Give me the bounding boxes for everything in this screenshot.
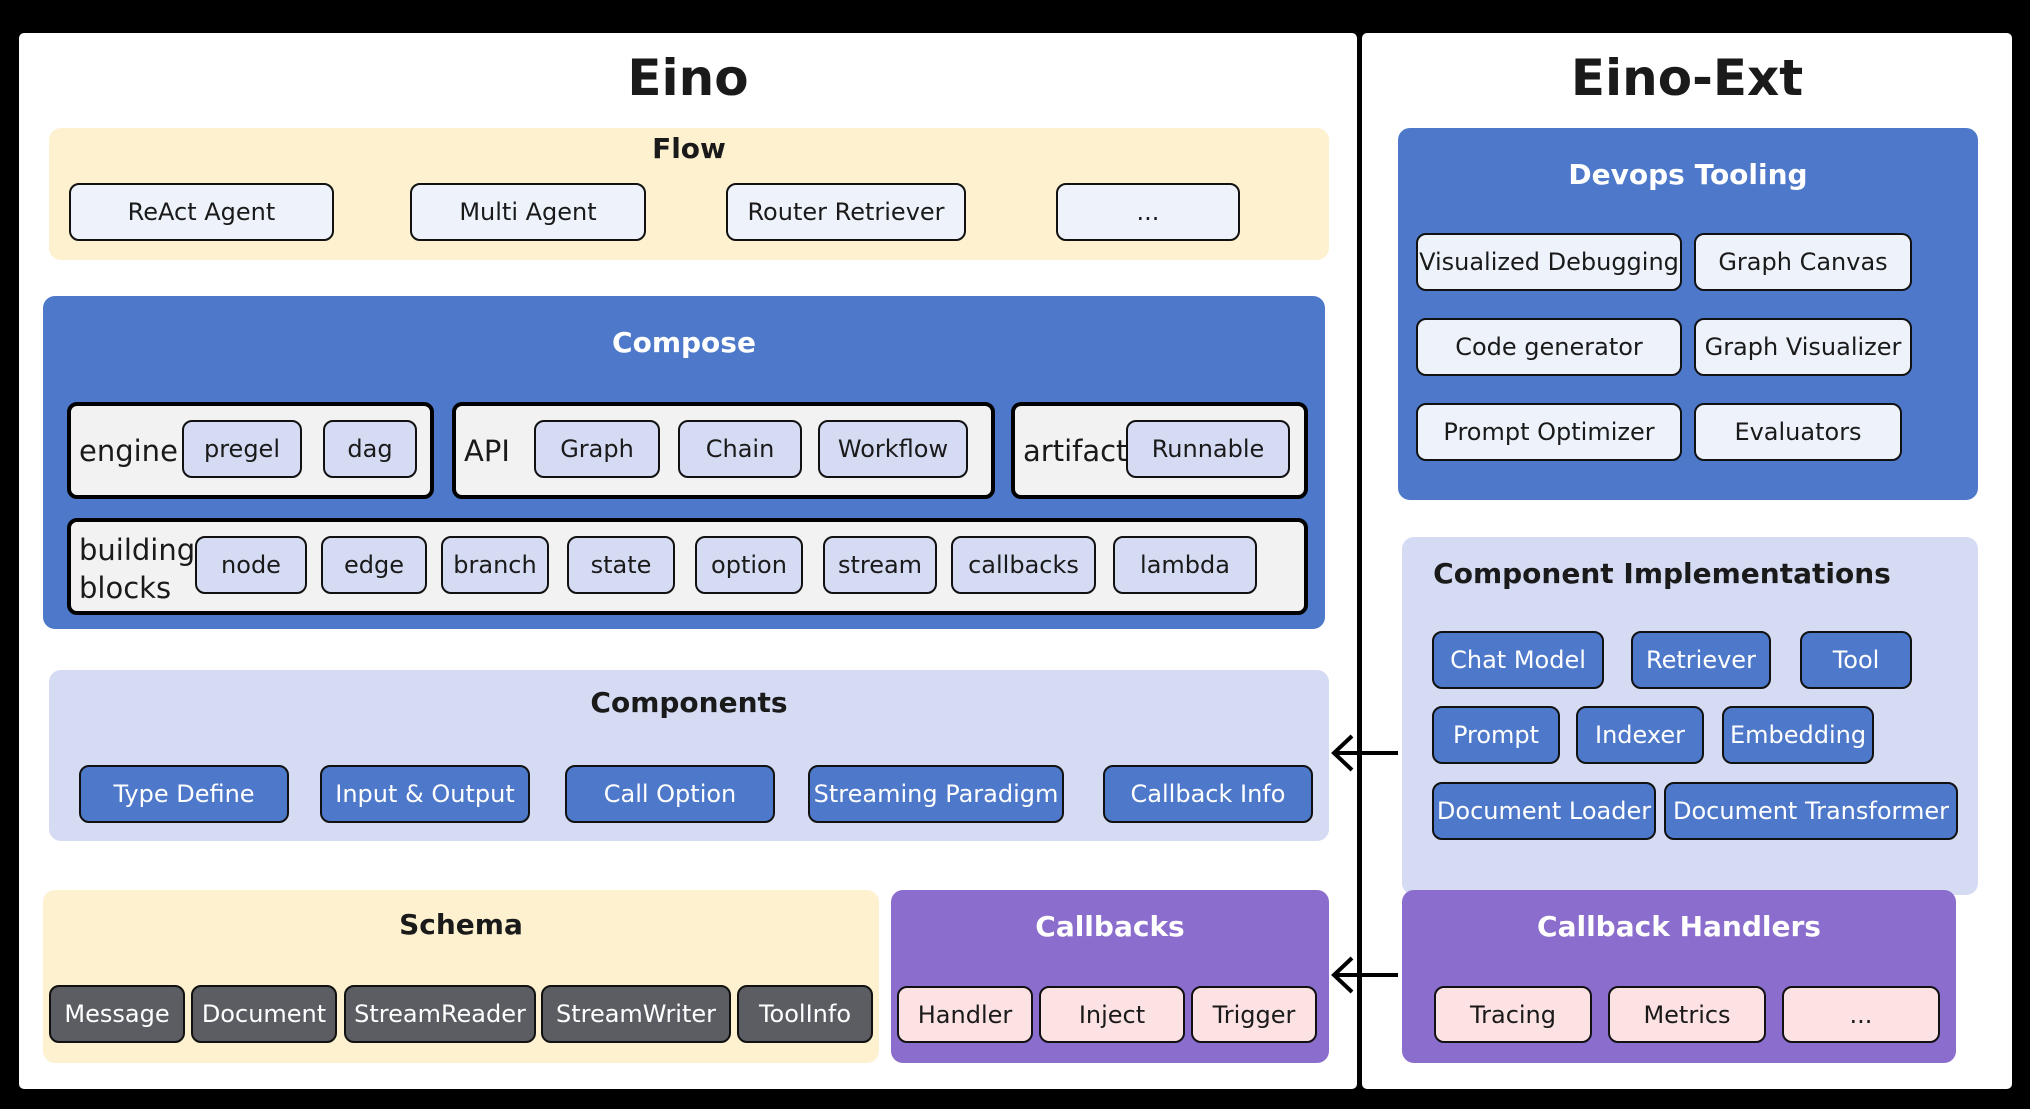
component-item-call-option: Call Option bbox=[565, 765, 775, 823]
engine-group: engine pregel dag bbox=[67, 402, 434, 499]
handler-item-metrics: Metrics bbox=[1608, 986, 1766, 1043]
building-blocks-label-line2: blocks bbox=[79, 571, 172, 605]
devops-title: Devops Tooling bbox=[1568, 158, 1808, 191]
api-item-chain: Chain bbox=[678, 420, 802, 478]
impl-item-tool: Tool bbox=[1800, 631, 1912, 689]
devops-item-graph-canvas: Graph Canvas bbox=[1694, 233, 1912, 291]
block-item-node: node bbox=[195, 536, 307, 594]
devops-section: Devops Tooling Visualized Debugging Grap… bbox=[1398, 128, 1978, 500]
devops-item-prompt-optimizer: Prompt Optimizer bbox=[1416, 403, 1682, 461]
callbacks-title: Callbacks bbox=[1035, 910, 1185, 943]
flow-item-router-retriever: Router Retriever bbox=[726, 183, 966, 241]
block-item-option: option bbox=[695, 536, 803, 594]
schema-item-toolinfo: ToolInfo bbox=[737, 985, 873, 1043]
artifact-group: artifact Runnable bbox=[1011, 402, 1308, 499]
component-item-callback-info: Callback Info bbox=[1103, 765, 1313, 823]
component-impl-section: Component Implementations Chat Model Ret… bbox=[1402, 537, 1978, 895]
engine-label: engine bbox=[79, 434, 178, 468]
schema-item-streamwriter: StreamWriter bbox=[541, 985, 731, 1043]
devops-item-visualized-debugging: Visualized Debugging bbox=[1416, 233, 1682, 291]
api-item-graph: Graph bbox=[534, 420, 660, 478]
impl-item-document-loader: Document Loader bbox=[1432, 782, 1656, 840]
api-group: API Graph Chain Workflow bbox=[452, 402, 995, 499]
callback-item-handler: Handler bbox=[897, 986, 1033, 1043]
schema-item-document: Document bbox=[191, 985, 337, 1043]
handler-item-tracing: Tracing bbox=[1434, 986, 1592, 1043]
schema-title: Schema bbox=[399, 908, 523, 941]
handler-item-more: ... bbox=[1782, 986, 1940, 1043]
callback-item-inject: Inject bbox=[1039, 986, 1185, 1043]
block-item-branch: branch bbox=[441, 536, 549, 594]
block-item-stream: stream bbox=[823, 536, 937, 594]
impl-item-embedding: Embedding bbox=[1722, 706, 1874, 764]
block-item-callbacks: callbacks bbox=[951, 536, 1096, 594]
block-item-edge: edge bbox=[321, 536, 427, 594]
impl-item-prompt: Prompt bbox=[1432, 706, 1560, 764]
artifact-item-runnable: Runnable bbox=[1126, 420, 1290, 478]
schema-section: Schema Message Document StreamReader Str… bbox=[43, 890, 879, 1063]
flow-title: Flow bbox=[652, 132, 726, 165]
devops-item-evaluators: Evaluators bbox=[1694, 403, 1902, 461]
impl-item-indexer: Indexer bbox=[1576, 706, 1704, 764]
engine-item-dag: dag bbox=[323, 420, 417, 478]
callback-handlers-section: Callback Handlers Tracing Metrics ... bbox=[1402, 890, 1956, 1063]
eino-ext-title: Eino-Ext bbox=[1570, 49, 1804, 107]
api-item-workflow: Workflow bbox=[818, 420, 968, 478]
flow-item-react-agent: ReAct Agent bbox=[69, 183, 334, 241]
impl-item-chat-model: Chat Model bbox=[1432, 631, 1604, 689]
flow-item-multi-agent: Multi Agent bbox=[410, 183, 646, 241]
devops-item-code-generator: Code generator bbox=[1416, 318, 1682, 376]
impl-item-document-transformer: Document Transformer bbox=[1664, 782, 1958, 840]
flow-section: Flow ReAct Agent Multi Agent Router Retr… bbox=[49, 128, 1329, 260]
block-item-lambda: lambda bbox=[1113, 536, 1257, 594]
component-item-input-output: Input & Output bbox=[320, 765, 530, 823]
eino-panel: Eino Flow ReAct Agent Multi Agent Router… bbox=[16, 30, 1360, 1092]
compose-section: Compose engine pregel dag API Graph Chai… bbox=[43, 296, 1325, 629]
components-title: Components bbox=[590, 686, 788, 719]
component-item-type-define: Type Define bbox=[79, 765, 289, 823]
devops-item-graph-visualizer: Graph Visualizer bbox=[1694, 318, 1912, 376]
flow-item-more: ... bbox=[1056, 183, 1240, 241]
building-blocks-label-line1: building bbox=[79, 533, 196, 567]
api-label: API bbox=[464, 434, 510, 468]
impl-item-retriever: Retriever bbox=[1631, 631, 1771, 689]
artifact-label: artifact bbox=[1023, 434, 1128, 468]
eino-title: Eino bbox=[627, 49, 749, 107]
compose-title: Compose bbox=[612, 326, 756, 359]
callback-item-trigger: Trigger bbox=[1191, 986, 1317, 1043]
schema-item-message: Message bbox=[49, 985, 185, 1043]
callback-handlers-title: Callback Handlers bbox=[1537, 910, 1821, 943]
schema-item-streamreader: StreamReader bbox=[344, 985, 536, 1043]
components-section: Components Type Define Input & Output Ca… bbox=[49, 670, 1329, 841]
component-item-streaming-paradigm: Streaming Paradigm bbox=[808, 765, 1064, 823]
building-blocks-group: building blocks node edge branch state o… bbox=[67, 518, 1308, 615]
arrow-left-icon bbox=[1331, 956, 1398, 994]
engine-item-pregel: pregel bbox=[182, 420, 302, 478]
arrow-left-icon bbox=[1331, 734, 1398, 772]
component-impl-title: Component Implementations bbox=[1433, 557, 1891, 590]
callbacks-section: Callbacks Handler Inject Trigger bbox=[891, 890, 1329, 1063]
block-item-state: state bbox=[567, 536, 675, 594]
eino-ext-panel: Eino-Ext Devops Tooling Visualized Debug… bbox=[1359, 30, 2015, 1092]
